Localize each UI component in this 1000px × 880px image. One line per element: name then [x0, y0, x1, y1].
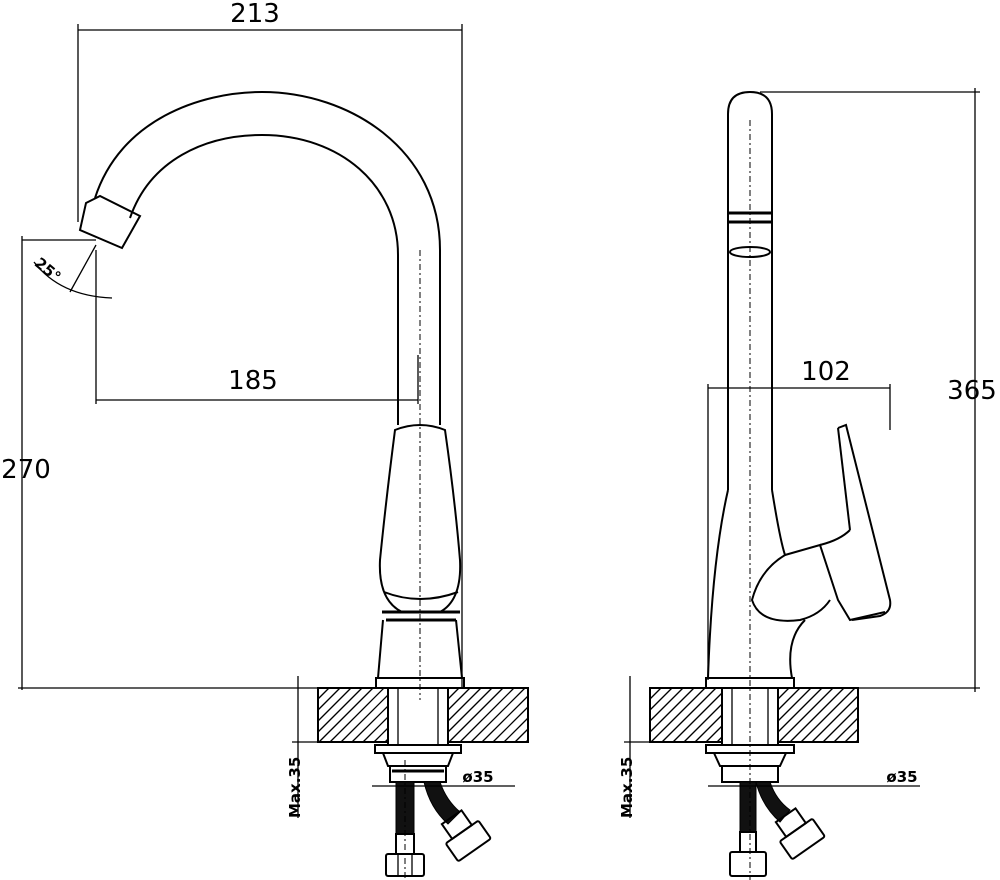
hatch-line [318, 687, 374, 743]
hatch-line [447, 687, 460, 700]
hatch-line [844, 728, 859, 743]
hatch-line [777, 687, 812, 722]
diameter-35-label-side: ø35 [886, 768, 917, 786]
hatch-line [317, 687, 363, 733]
hatch-line [777, 687, 801, 711]
hatch-line [447, 687, 471, 711]
hatch-line [448, 687, 504, 743]
angle-label: 25° [31, 254, 64, 286]
hatch-line [778, 687, 834, 743]
hatch-line [800, 687, 856, 743]
hatch-line [649, 687, 662, 700]
dimension-102: 102 [707, 357, 891, 680]
hatch-line [705, 725, 723, 743]
hatch-line [694, 714, 723, 743]
hatch-line [650, 687, 706, 743]
hatch-line [789, 687, 845, 743]
angle-25: 25° [22, 239, 113, 299]
dimension-label-270: 270 [1, 455, 51, 485]
hatch-line [470, 687, 526, 743]
dimension-365: 365 [760, 88, 997, 692]
hatch-line [447, 687, 482, 722]
hatch-line [649, 687, 695, 733]
hatch-line [777, 687, 823, 733]
dimension-label-185: 185 [228, 366, 278, 396]
hatch-line [672, 692, 723, 743]
side-view: 365 102 [618, 88, 997, 880]
hatch-line [329, 687, 385, 743]
hatch-line [317, 687, 330, 700]
hatch-line [649, 687, 684, 722]
faucet-body [374, 424, 492, 880]
hatch-line [447, 687, 493, 733]
hatch-line [481, 695, 529, 743]
hatch-line [649, 687, 673, 711]
dimension-185: 185 [95, 250, 419, 404]
dimension-label-365: 365 [947, 376, 997, 406]
hatch-line [514, 728, 529, 743]
hatch-line [777, 687, 790, 700]
hatch-line [492, 706, 529, 743]
spout [78, 90, 441, 700]
hatch-line [373, 727, 389, 743]
hatch-line [317, 687, 352, 722]
counter-thickness-side: Max.35 ø35 [618, 676, 920, 818]
hatch-line [661, 687, 717, 743]
dimension-label-102: 102 [801, 357, 851, 387]
counter-thickness-front: Max.35 ø35 [286, 676, 515, 818]
countertop-side [649, 687, 859, 743]
hatch-line [833, 717, 859, 743]
hatch-line [811, 695, 859, 743]
hatch-line [459, 687, 515, 743]
front-view: 213 25° 185 270 [1, 0, 529, 880]
faucet-side-body [705, 90, 892, 880]
dimension-label-213: 213 [230, 0, 280, 29]
max-35-label: Max.35 [286, 757, 304, 818]
hatch-line [822, 706, 859, 743]
hatch-line [362, 716, 389, 743]
dimension-270: 270 [1, 236, 462, 690]
hatch-line [340, 694, 389, 743]
hatch-line [683, 703, 723, 743]
max-35-label-side: Max.35 [618, 757, 636, 818]
hatch-line [503, 717, 529, 743]
diameter-35-label: ø35 [462, 768, 493, 786]
dimension-213: 213 [77, 0, 463, 688]
hatch-line [317, 687, 341, 711]
hatch-line [351, 705, 389, 743]
countertop-front [317, 687, 529, 743]
